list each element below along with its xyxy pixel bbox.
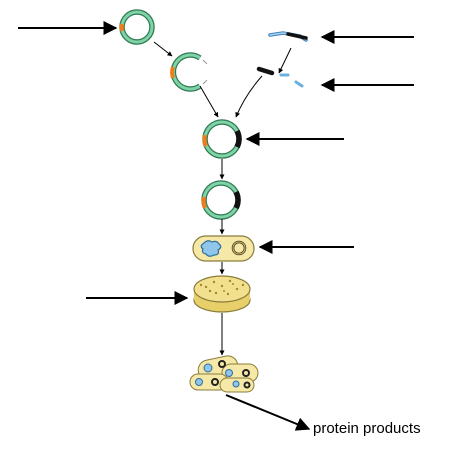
bacteria-cluster-icon [189,355,259,393]
plasmid-icon [201,180,241,220]
label-pointer-arrows [18,21,414,431]
plasmid-icon [119,9,155,45]
recombinant-plasmid-icon [202,119,242,159]
bacterium-cell-icon [192,235,255,262]
flow-arrows [153,41,292,356]
pointer-arrow-products [225,394,311,431]
protein-products-label: protein products [313,420,421,437]
dna-fragment-icon [256,31,308,88]
cut-plasmid-icon [170,52,208,92]
culture-plate-icon [193,275,251,313]
